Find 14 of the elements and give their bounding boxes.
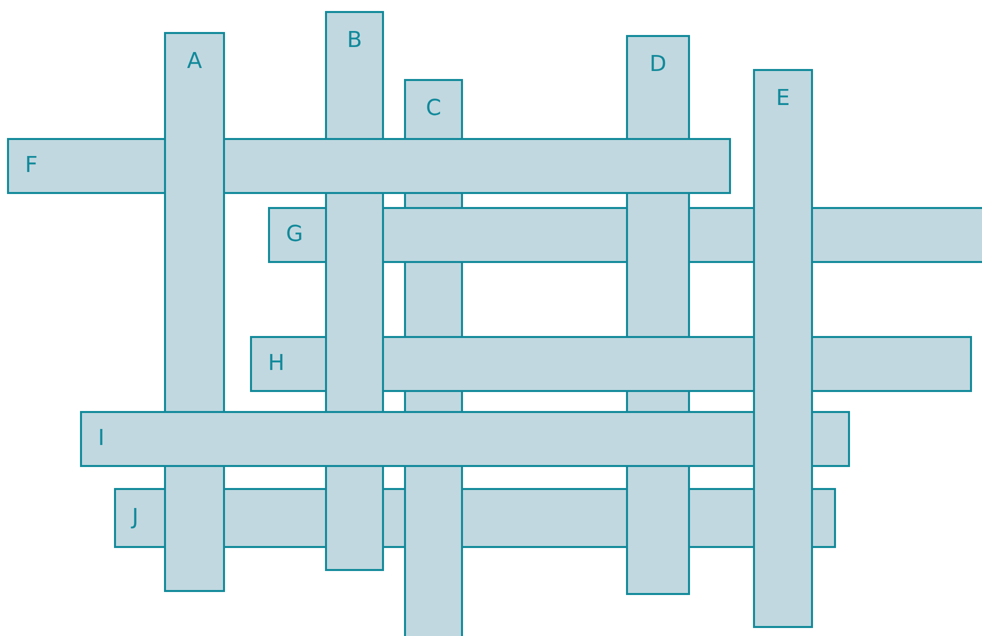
strip-letter: J [132,507,138,529]
strip-letter: A [186,51,202,73]
vertical-strip [753,69,813,628]
horizontal-strip [7,138,731,194]
strip-letter: C [426,98,442,120]
strip-letter: E [776,88,790,110]
strip-letter: G [286,224,304,246]
strip-letter: F [25,155,38,177]
strip-letter: B [346,30,362,52]
vertical-strip [164,32,225,592]
strip-letter: H [268,353,285,375]
horizontal-strip [80,411,850,467]
strip-letter: I [98,428,104,450]
strip-letter: D [650,54,666,76]
